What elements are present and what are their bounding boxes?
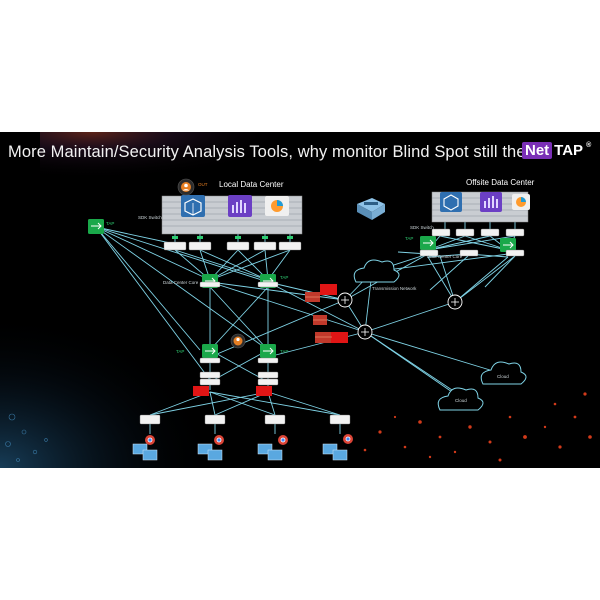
offsite-dc-label: Offsite Data Center (466, 178, 535, 187)
network-slide: More Maintain/Security Analysis Tools, w… (0, 132, 600, 468)
data-center-core-local-label: Data Center Core (163, 280, 199, 285)
bg-glow-top (40, 132, 300, 192)
data-center-core-offsite-label: Data Center Core (427, 254, 463, 259)
tap-label: TAP (280, 349, 289, 354)
distribution-switches (199, 281, 279, 386)
out-label: OUT (198, 182, 208, 187)
local-sdk-switches (163, 236, 302, 251)
network-diagram (0, 132, 592, 468)
firewalls (193, 284, 348, 396)
offsite-sdk-switches (419, 228, 525, 257)
local-server-rack (161, 195, 303, 235)
router-arrows (341, 296, 459, 336)
cloud-label-2: Cloud (455, 398, 467, 403)
tap-label: TAP (405, 236, 414, 241)
out-monitor-icon (177, 178, 195, 196)
routers (337, 292, 463, 340)
bubble-particles (5, 413, 48, 462)
slide-title: More Maintain/Security Analysis Tools, w… (8, 143, 550, 161)
tap-label: TAP (280, 275, 289, 280)
client-workstations (132, 414, 353, 461)
offsite-server-rack (431, 191, 530, 223)
local-dc-label: Local Data Center (219, 180, 284, 189)
transmission-network-label: Transmission Network (372, 286, 417, 291)
sdk-switch-offsite-label: SDK Switch (410, 225, 434, 230)
sdk-switch-local-label: SDK Switch (138, 215, 162, 220)
monitor-badge (230, 333, 246, 349)
tap-label: TAP (176, 349, 185, 354)
clouds (353, 259, 527, 411)
bg-glow-left (0, 312, 220, 468)
appliance-icon (357, 198, 385, 220)
tap-label: TAP (106, 221, 115, 226)
cloud-label-1: Cloud (497, 374, 509, 379)
